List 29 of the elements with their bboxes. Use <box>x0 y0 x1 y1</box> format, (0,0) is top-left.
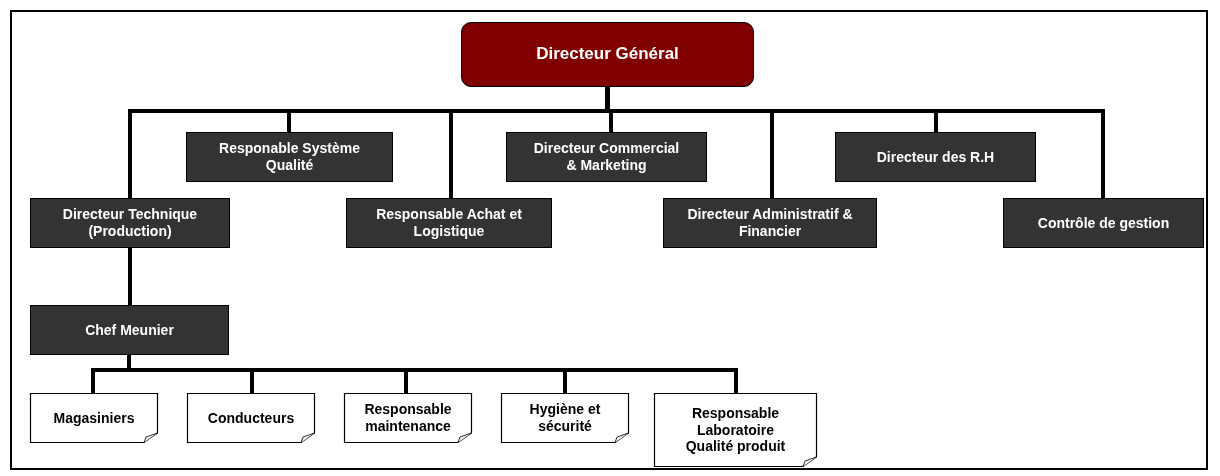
position-title: Magasiniers <box>53 409 135 427</box>
note-box <box>30 393 158 443</box>
position-title: Directeur Commercial & Marketing <box>532 140 681 174</box>
position-box <box>30 198 230 248</box>
position-title: Responable Système Qualité <box>218 140 361 174</box>
position-title: Responsable Achat et Logistique <box>375 206 523 240</box>
position-title: Directeur Technique (Production) <box>61 206 199 240</box>
position-box <box>663 198 877 248</box>
director-box <box>461 22 754 87</box>
note-box <box>501 393 629 443</box>
note-box <box>344 393 472 443</box>
position-title: Responsable maintenance <box>363 401 453 435</box>
position-box <box>835 132 1036 182</box>
position-title: Directeur Administratif & Financier <box>686 206 854 240</box>
position-title: Directeur des R.H <box>876 148 995 166</box>
note-box <box>654 393 817 467</box>
position-title: Hygiène et sécurité <box>528 401 602 435</box>
position-title: Chef Meunier <box>85 321 174 339</box>
position-box <box>30 305 229 355</box>
position-title: Responsable Laboratoire Qualité produit <box>684 404 787 456</box>
position-box <box>186 132 393 182</box>
connector-line <box>128 248 132 305</box>
position-box <box>506 132 707 182</box>
position-title: Directeur Général <box>536 44 679 65</box>
position-title: Contrôle de gestion <box>1037 214 1170 232</box>
note-box <box>187 393 315 443</box>
position-box <box>1003 198 1204 248</box>
position-title: Conducteurs <box>207 409 295 427</box>
position-box <box>346 198 552 248</box>
